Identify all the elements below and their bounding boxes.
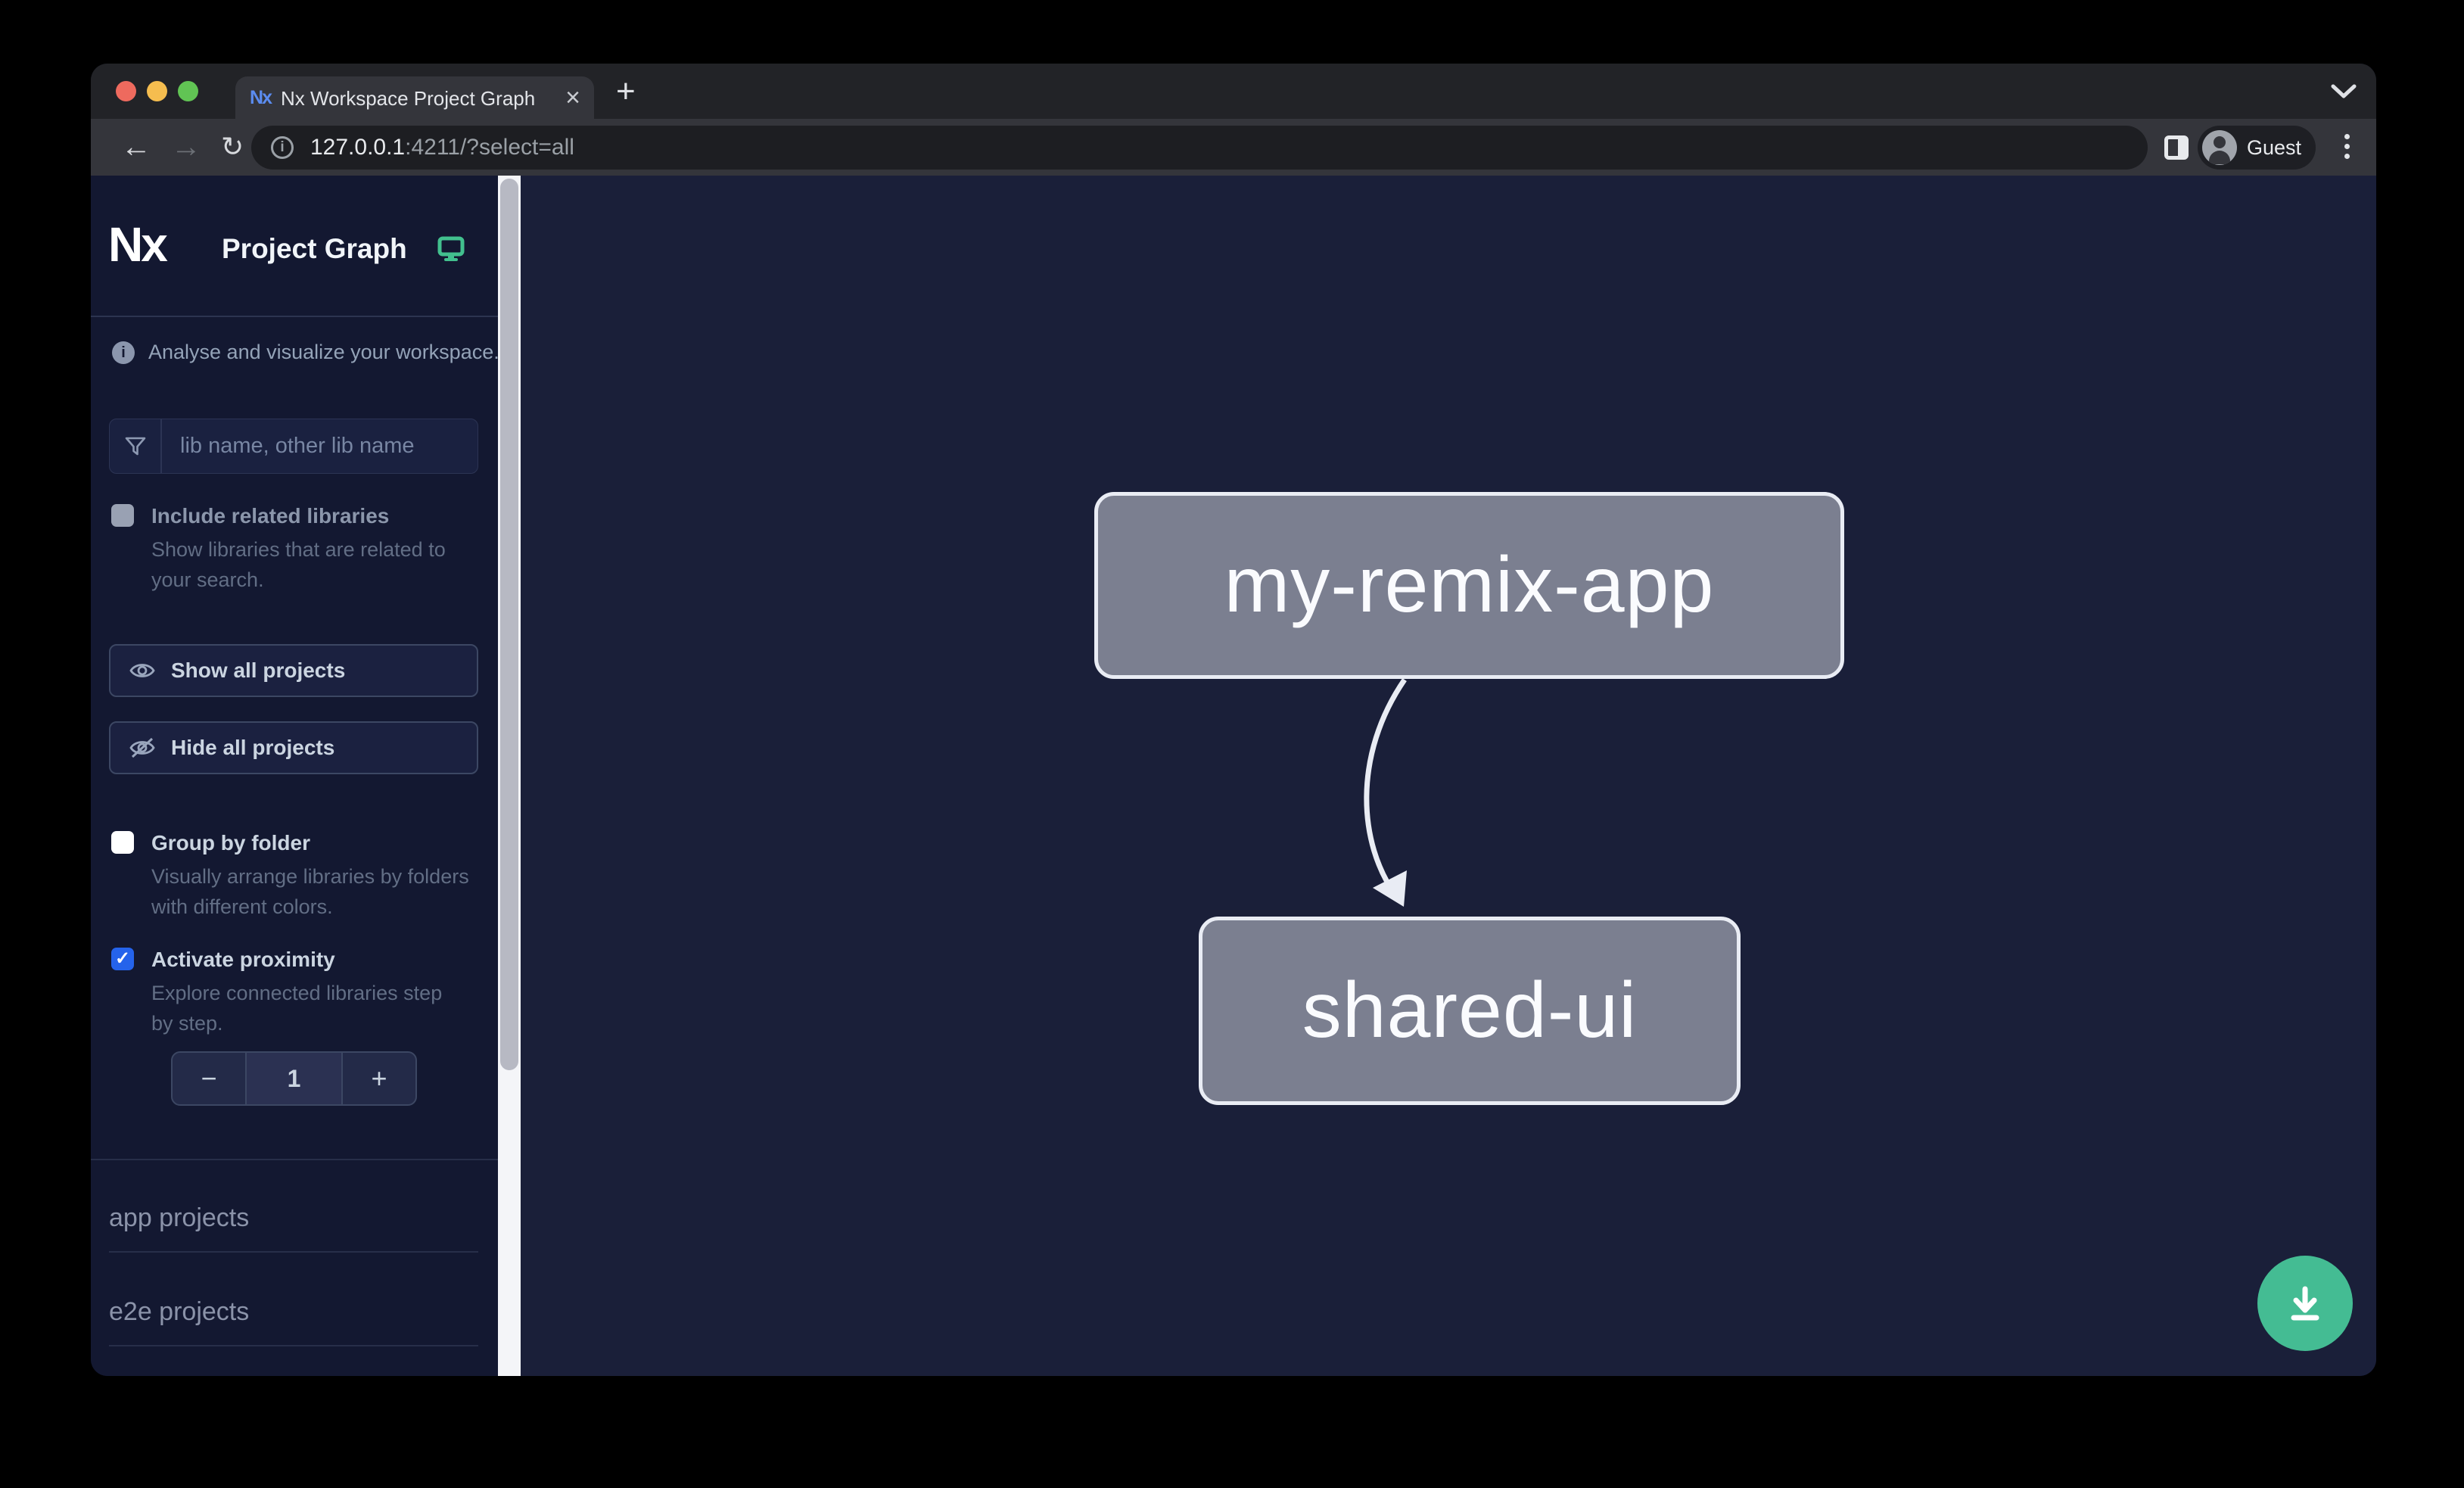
nx-logo: Nx xyxy=(108,217,168,272)
page-content: Nx Project Graph i Analyse and visualize… xyxy=(91,176,2376,1376)
show-all-projects-button[interactable]: Show all projects xyxy=(109,644,478,697)
stepper-value: 1 xyxy=(245,1053,343,1104)
graph-node-my-remix-app[interactable]: my-remix-app xyxy=(1094,492,1844,679)
site-info-icon[interactable]: i xyxy=(271,136,294,159)
close-window-button[interactable] xyxy=(116,81,136,101)
proximity-depth-stepper: − 1 + xyxy=(171,1051,417,1106)
browser-menu-button[interactable] xyxy=(2344,129,2350,163)
new-tab-button[interactable]: + xyxy=(616,73,636,110)
back-button[interactable]: ← xyxy=(121,130,151,163)
include-related-checkbox[interactable]: ✓ xyxy=(111,504,134,527)
toggle-activate-proximity: ✓ Activate proximity Explore connected l… xyxy=(111,946,476,1038)
nx-favicon-icon: Nx xyxy=(250,87,272,108)
info-icon: i xyxy=(112,341,135,364)
download-graph-button[interactable] xyxy=(2257,1256,2353,1351)
url-path: :4211/?select=all xyxy=(405,135,574,160)
url-text: 127.0.0.1:4211/?select=all xyxy=(310,135,574,160)
side-panel-icon[interactable] xyxy=(2164,135,2189,160)
url-bar[interactable]: i 127.0.0.1:4211/?select=all xyxy=(251,126,2148,170)
avatar-icon xyxy=(2202,130,2237,165)
filter-input[interactable] xyxy=(162,434,478,459)
group-by-folder-checkbox[interactable]: ✓ xyxy=(111,831,134,854)
close-tab-icon[interactable]: × xyxy=(565,83,580,112)
browser-window: Nx Nx Workspace Project Graph × + ← → ↻ … xyxy=(91,64,2376,1376)
button-label: Show all projects xyxy=(171,658,346,682)
tagline-row: i Analyse and visualize your workspace. xyxy=(112,341,499,364)
browser-toolbar: ← → ↻ i 127.0.0.1:4211/?select=all Guest xyxy=(91,119,2376,176)
eye-off-icon xyxy=(129,737,155,758)
page-title: Project Graph xyxy=(222,233,407,264)
download-icon xyxy=(2291,1286,2319,1321)
sidebar: Nx Project Graph i Analyse and visualize… xyxy=(91,176,499,1376)
filter-box xyxy=(109,419,478,474)
edge-arrowhead-icon xyxy=(1373,870,1407,907)
dependency-edge[interactable] xyxy=(521,176,2376,1376)
tab-strip: Nx Nx Workspace Project Graph × + xyxy=(91,64,2376,119)
sidebar-scrollbar-thumb[interactable] xyxy=(500,179,518,1070)
url-host: 127.0.0.1 xyxy=(310,135,406,160)
fullscreen-window-button[interactable] xyxy=(178,81,198,101)
section-app-projects: app projects xyxy=(109,1203,478,1253)
toggle-group-by-folder: ✓ Group by folder Visually arrange libra… xyxy=(111,830,476,922)
system-theme-monitor-icon[interactable] xyxy=(437,236,465,266)
minimize-window-button[interactable] xyxy=(147,81,167,101)
toggle-description: Visually arrange libraries by folders wi… xyxy=(151,865,469,918)
eye-icon xyxy=(129,664,155,677)
profile-button[interactable]: Guest xyxy=(2198,126,2316,170)
project-graph-canvas[interactable]: my-remix-app shared-ui xyxy=(521,176,2376,1376)
increment-button[interactable]: + xyxy=(371,1063,387,1094)
section-e2e-projects: e2e projects xyxy=(109,1297,478,1346)
section-divider xyxy=(91,1159,498,1160)
sidebar-scrollbar-track[interactable] xyxy=(498,176,521,1376)
toggle-description: Show libraries that are related to your … xyxy=(151,538,446,591)
sidebar-header: Nx Project Graph xyxy=(91,176,498,317)
forward-button[interactable]: → xyxy=(171,130,201,163)
node-label: my-remix-app xyxy=(1224,541,1715,629)
tab-search-chevron-icon[interactable] xyxy=(2329,83,2358,104)
toggle-label[interactable]: Activate proximity xyxy=(151,948,335,971)
decrement-button[interactable]: − xyxy=(201,1063,217,1094)
node-label: shared-ui xyxy=(1302,967,1638,1054)
reload-button[interactable]: ↻ xyxy=(221,131,244,162)
tagline-text: Analyse and visualize your workspace. xyxy=(148,341,499,363)
activate-proximity-checkbox[interactable]: ✓ xyxy=(111,948,134,970)
profile-label: Guest xyxy=(2247,135,2302,159)
hide-all-projects-button[interactable]: Hide all projects xyxy=(109,721,478,774)
toggle-description: Explore connected libraries step by step… xyxy=(151,982,443,1035)
tab-title: Nx Workspace Project Graph xyxy=(281,87,536,110)
button-label: Hide all projects xyxy=(171,736,335,759)
toggle-label[interactable]: Group by folder xyxy=(151,831,310,855)
funnel-icon xyxy=(110,419,162,473)
graph-node-shared-ui[interactable]: shared-ui xyxy=(1199,917,1741,1105)
toggle-label[interactable]: Include related libraries xyxy=(151,504,390,528)
toggle-include-related: ✓ Include related libraries Show librari… xyxy=(111,503,476,595)
browser-tab[interactable]: Nx Nx Workspace Project Graph × xyxy=(235,76,594,119)
